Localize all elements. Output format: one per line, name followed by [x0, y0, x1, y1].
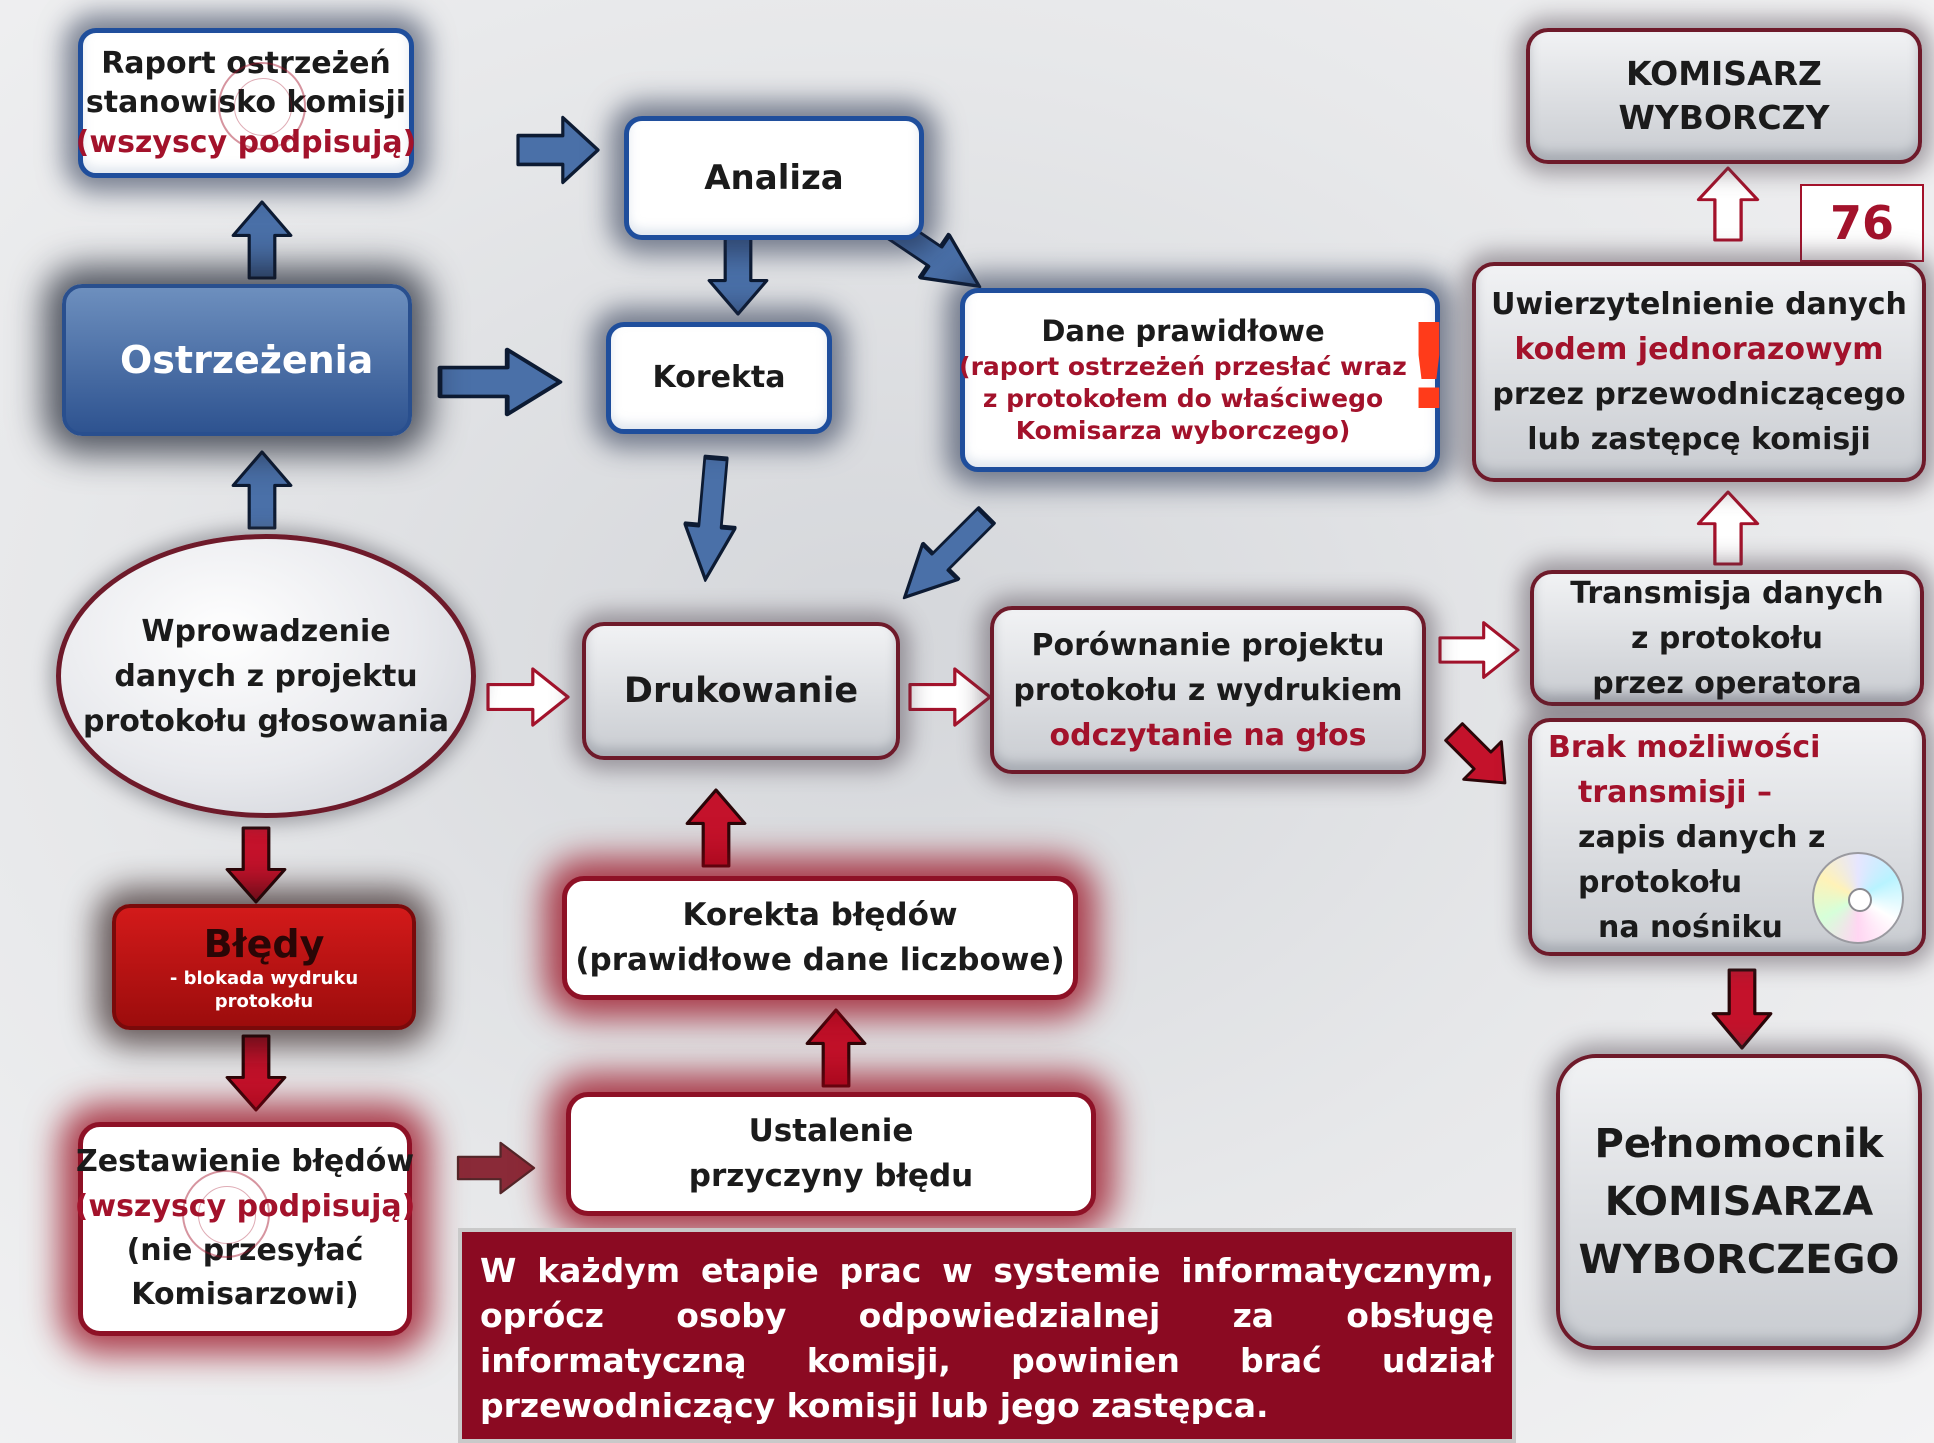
transmisja-line-1: Transmisja danych	[1570, 575, 1884, 611]
transmisja-line-3: przez operatora	[1592, 665, 1862, 701]
box-dane-prawidlowe: Dane prawidłowe (raport ostrzeżeń przesł…	[959, 288, 1440, 472]
cd-disc-icon	[1812, 852, 1904, 944]
box-uwierzytelnienie: Uwierzytelnienie danych kodem jednorazow…	[1472, 262, 1926, 482]
box-bledy: Błędy - blokada wydruku protokołu	[112, 904, 416, 1030]
drukowanie-label: Drukowanie	[623, 670, 859, 711]
porownanie-line-2: protokołu z wydrukiem	[1013, 672, 1403, 708]
analiza-label: Analiza	[704, 157, 844, 198]
uwierzytelnienie-line-3: przez przewodniczącego	[1492, 377, 1906, 412]
dane-note-3: Komisarza wyborczego)	[1015, 415, 1351, 445]
ustalenie-line-1: Ustalenie	[748, 1113, 914, 1150]
box-pelnomocnik: Pełnomocnik KOMISARZA WYBORCZEGO	[1556, 1054, 1922, 1350]
zestawienie-line-4: Komisarzowi)	[131, 1277, 359, 1313]
box-ustalenie: Ustalenie przyczyny błędu	[566, 1092, 1096, 1216]
note-banner: W każdym etapie prac w systemie informat…	[458, 1228, 1516, 1443]
wprowadzenie-line-2: danych z projektu	[114, 658, 418, 694]
transmisja-line-2: z protokołu	[1631, 620, 1823, 656]
porownanie-read-aloud: odczytanie na głos	[1049, 717, 1367, 753]
raport-signatures: (wszyscy podpisują)	[75, 124, 417, 160]
pelnomocnik-line-3: WYBORCZEGO	[1578, 1237, 1900, 1283]
box-transmisja: Transmisja danych z protokołu przez oper…	[1530, 570, 1924, 706]
uwierzytelnienie-line-4: lub zastępcę komisji	[1527, 422, 1871, 457]
bledy-sub-1: - blokada wydruku	[169, 968, 359, 990]
zestawienie-signatures: (wszyscy podpisują)	[74, 1188, 416, 1224]
bledy-sub-2: protokołu	[214, 990, 314, 1012]
box-korekta: Korekta	[606, 322, 832, 434]
box-drukowanie: Drukowanie	[582, 622, 900, 760]
brak-line-5: na nośniku	[1598, 909, 1783, 945]
dane-title: Dane prawidłowe	[1041, 314, 1325, 349]
warning-exclamation-icon: !	[1402, 298, 1456, 436]
wprowadzenie-line-1: Wprowadzenie	[141, 613, 391, 649]
box-porownanie: Porównanie projektu protokołu z wydrukie…	[990, 606, 1426, 774]
ustalenie-line-2: przyczyny błędu	[688, 1158, 974, 1194]
korekta-bledow-line-2: (prawidłowe dane liczbowe)	[575, 942, 1065, 978]
ostrzezenia-label: Ostrzeżenia	[120, 337, 374, 382]
korekta-bledow-line-1: Korekta błędów	[682, 897, 958, 934]
uwierzytelnienie-code: kodem jednorazowym	[1514, 332, 1884, 367]
dane-note-2: z protokołem do właściwego	[982, 383, 1384, 413]
komisarz-line-2: WYBORCZY	[1618, 98, 1830, 137]
korekta-label: Korekta	[652, 360, 786, 396]
uwierzytelnienie-line-1: Uwierzytelnienie danych	[1491, 287, 1907, 322]
box-zestawienie-bledow: Zestawienie błędów (wszyscy podpisują) (…	[75, 1122, 415, 1336]
box-korekta-bledow: Korekta błędów (prawidłowe dane liczbowe…	[562, 876, 1078, 1000]
bledy-title: Błędy	[203, 921, 325, 966]
komisarz-line-1: KOMISARZ	[1626, 54, 1822, 94]
box-ostrzezenia: Ostrzeżenia	[62, 284, 412, 436]
pelnomocnik-line-2: KOMISARZA	[1604, 1179, 1874, 1225]
raport-line-2: stanowisko komisji	[85, 85, 407, 121]
pelnomocnik-line-1: Pełnomocnik	[1594, 1121, 1884, 1167]
brak-line-4: protokołu	[1578, 864, 1743, 900]
box-raport-ostrzezen: Raport ostrzeżeń stanowisko komisji (wsz…	[75, 28, 417, 178]
box-analiza: Analiza	[624, 116, 924, 240]
porownanie-line-1: Porównanie projektu	[1031, 627, 1385, 663]
raport-line-1: Raport ostrzeżeń	[101, 45, 391, 81]
zestawienie-line-3: (nie przesyłać	[126, 1233, 364, 1268]
wprowadzenie-line-3: protokołu głosowania	[82, 703, 450, 739]
brak-line-2: transmisji –	[1578, 774, 1773, 810]
zestawienie-line-1: Zestawienie błędów	[75, 1144, 415, 1180]
page-number: 76	[1800, 184, 1924, 262]
box-komisarz-wyborczy: KOMISARZ WYBORCZY	[1526, 28, 1922, 164]
brak-line-3: zapis danych z	[1578, 819, 1826, 855]
dane-note-1: (raport ostrzeżeń przesłać wraz	[959, 351, 1407, 381]
ellipse-wprowadzenie: Wprowadzenie danych z projektu protokołu…	[56, 534, 476, 818]
brak-line-1: Brak możliwości	[1548, 729, 1821, 765]
